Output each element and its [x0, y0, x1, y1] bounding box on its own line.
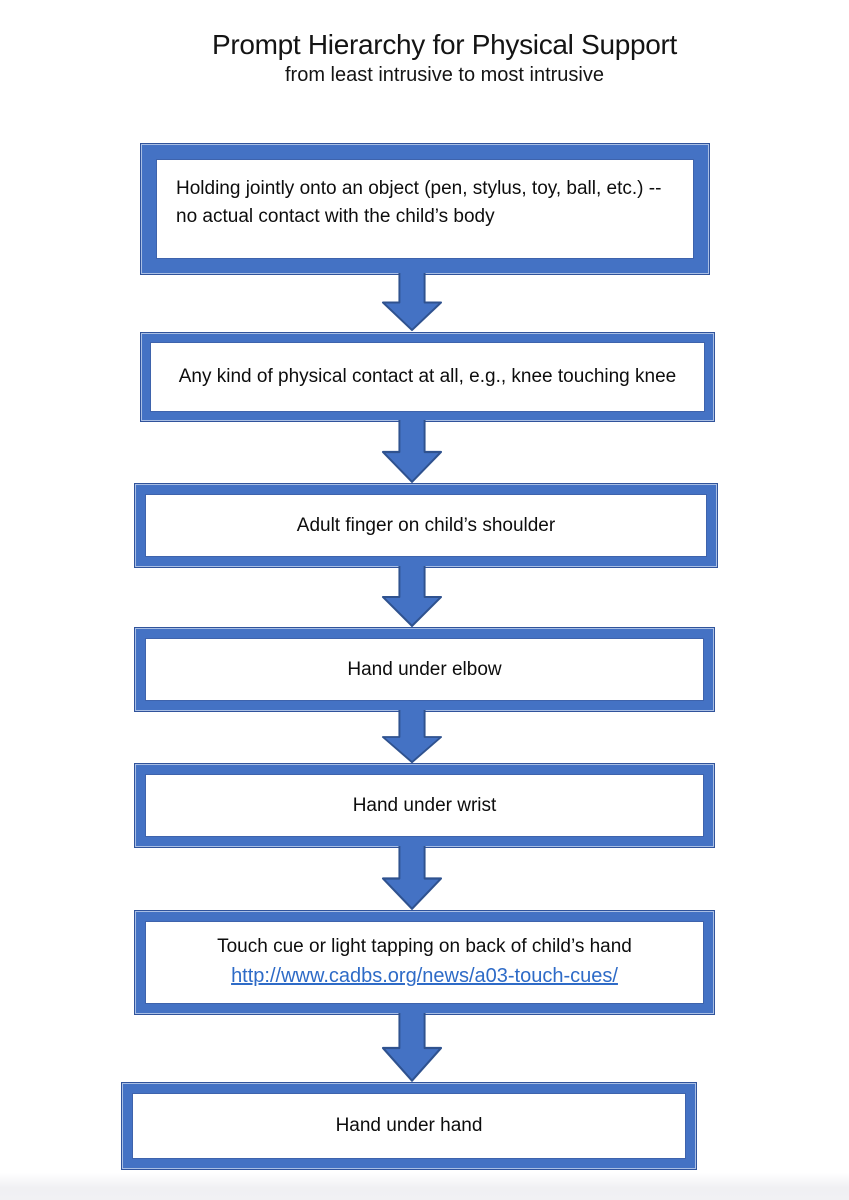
flow-step-1: Holding jointly onto an object (pen, sty…	[140, 143, 710, 275]
down-arrow-connector-5	[381, 846, 443, 911]
touch-cues-link[interactable]: http://www.cadbs.org/news/a03-touch-cues…	[231, 965, 618, 987]
down-arrow-connector-6	[381, 1013, 443, 1083]
flow-step-7: Hand under hand	[121, 1082, 697, 1170]
flow-step-7-label: Hand under hand	[335, 1115, 483, 1136]
down-arrow-connector-2	[381, 420, 443, 484]
flow-step-2: Any kind of physical contact at all, e.g…	[140, 332, 715, 422]
down-arrow-connector-4	[381, 710, 443, 764]
flow-step-4: Hand under elbow	[134, 627, 715, 712]
flow-step-3: Adult finger on child’s shoulder	[134, 483, 718, 568]
down-arrow-connector-1	[381, 273, 443, 332]
flow-step-2-label: Any kind of physical contact at all, e.g…	[178, 366, 677, 387]
page-title: Prompt Hierarchy for Physical Support	[211, 29, 678, 60]
flow-step-3-label: Adult finger on child’s shoulder	[296, 514, 556, 536]
flow-step-5: Hand under wrist	[134, 763, 715, 848]
down-arrow-connector-3	[381, 566, 443, 628]
page-bottom-edge	[0, 1173, 849, 1200]
flow-step-6: Touch cue or light tapping on back of ch…	[134, 910, 715, 1015]
flow-step-6-label: Touch cue or light tapping on back of ch…	[217, 936, 632, 957]
page-subtitle: from least intrusive to most intrusive	[285, 64, 604, 86]
flow-step-1-label: Holding jointly onto an object (pen, sty…	[176, 178, 662, 227]
flow-step-5-label: Hand under wrist	[352, 794, 497, 816]
flow-step-4-label: Hand under elbow	[347, 658, 502, 680]
